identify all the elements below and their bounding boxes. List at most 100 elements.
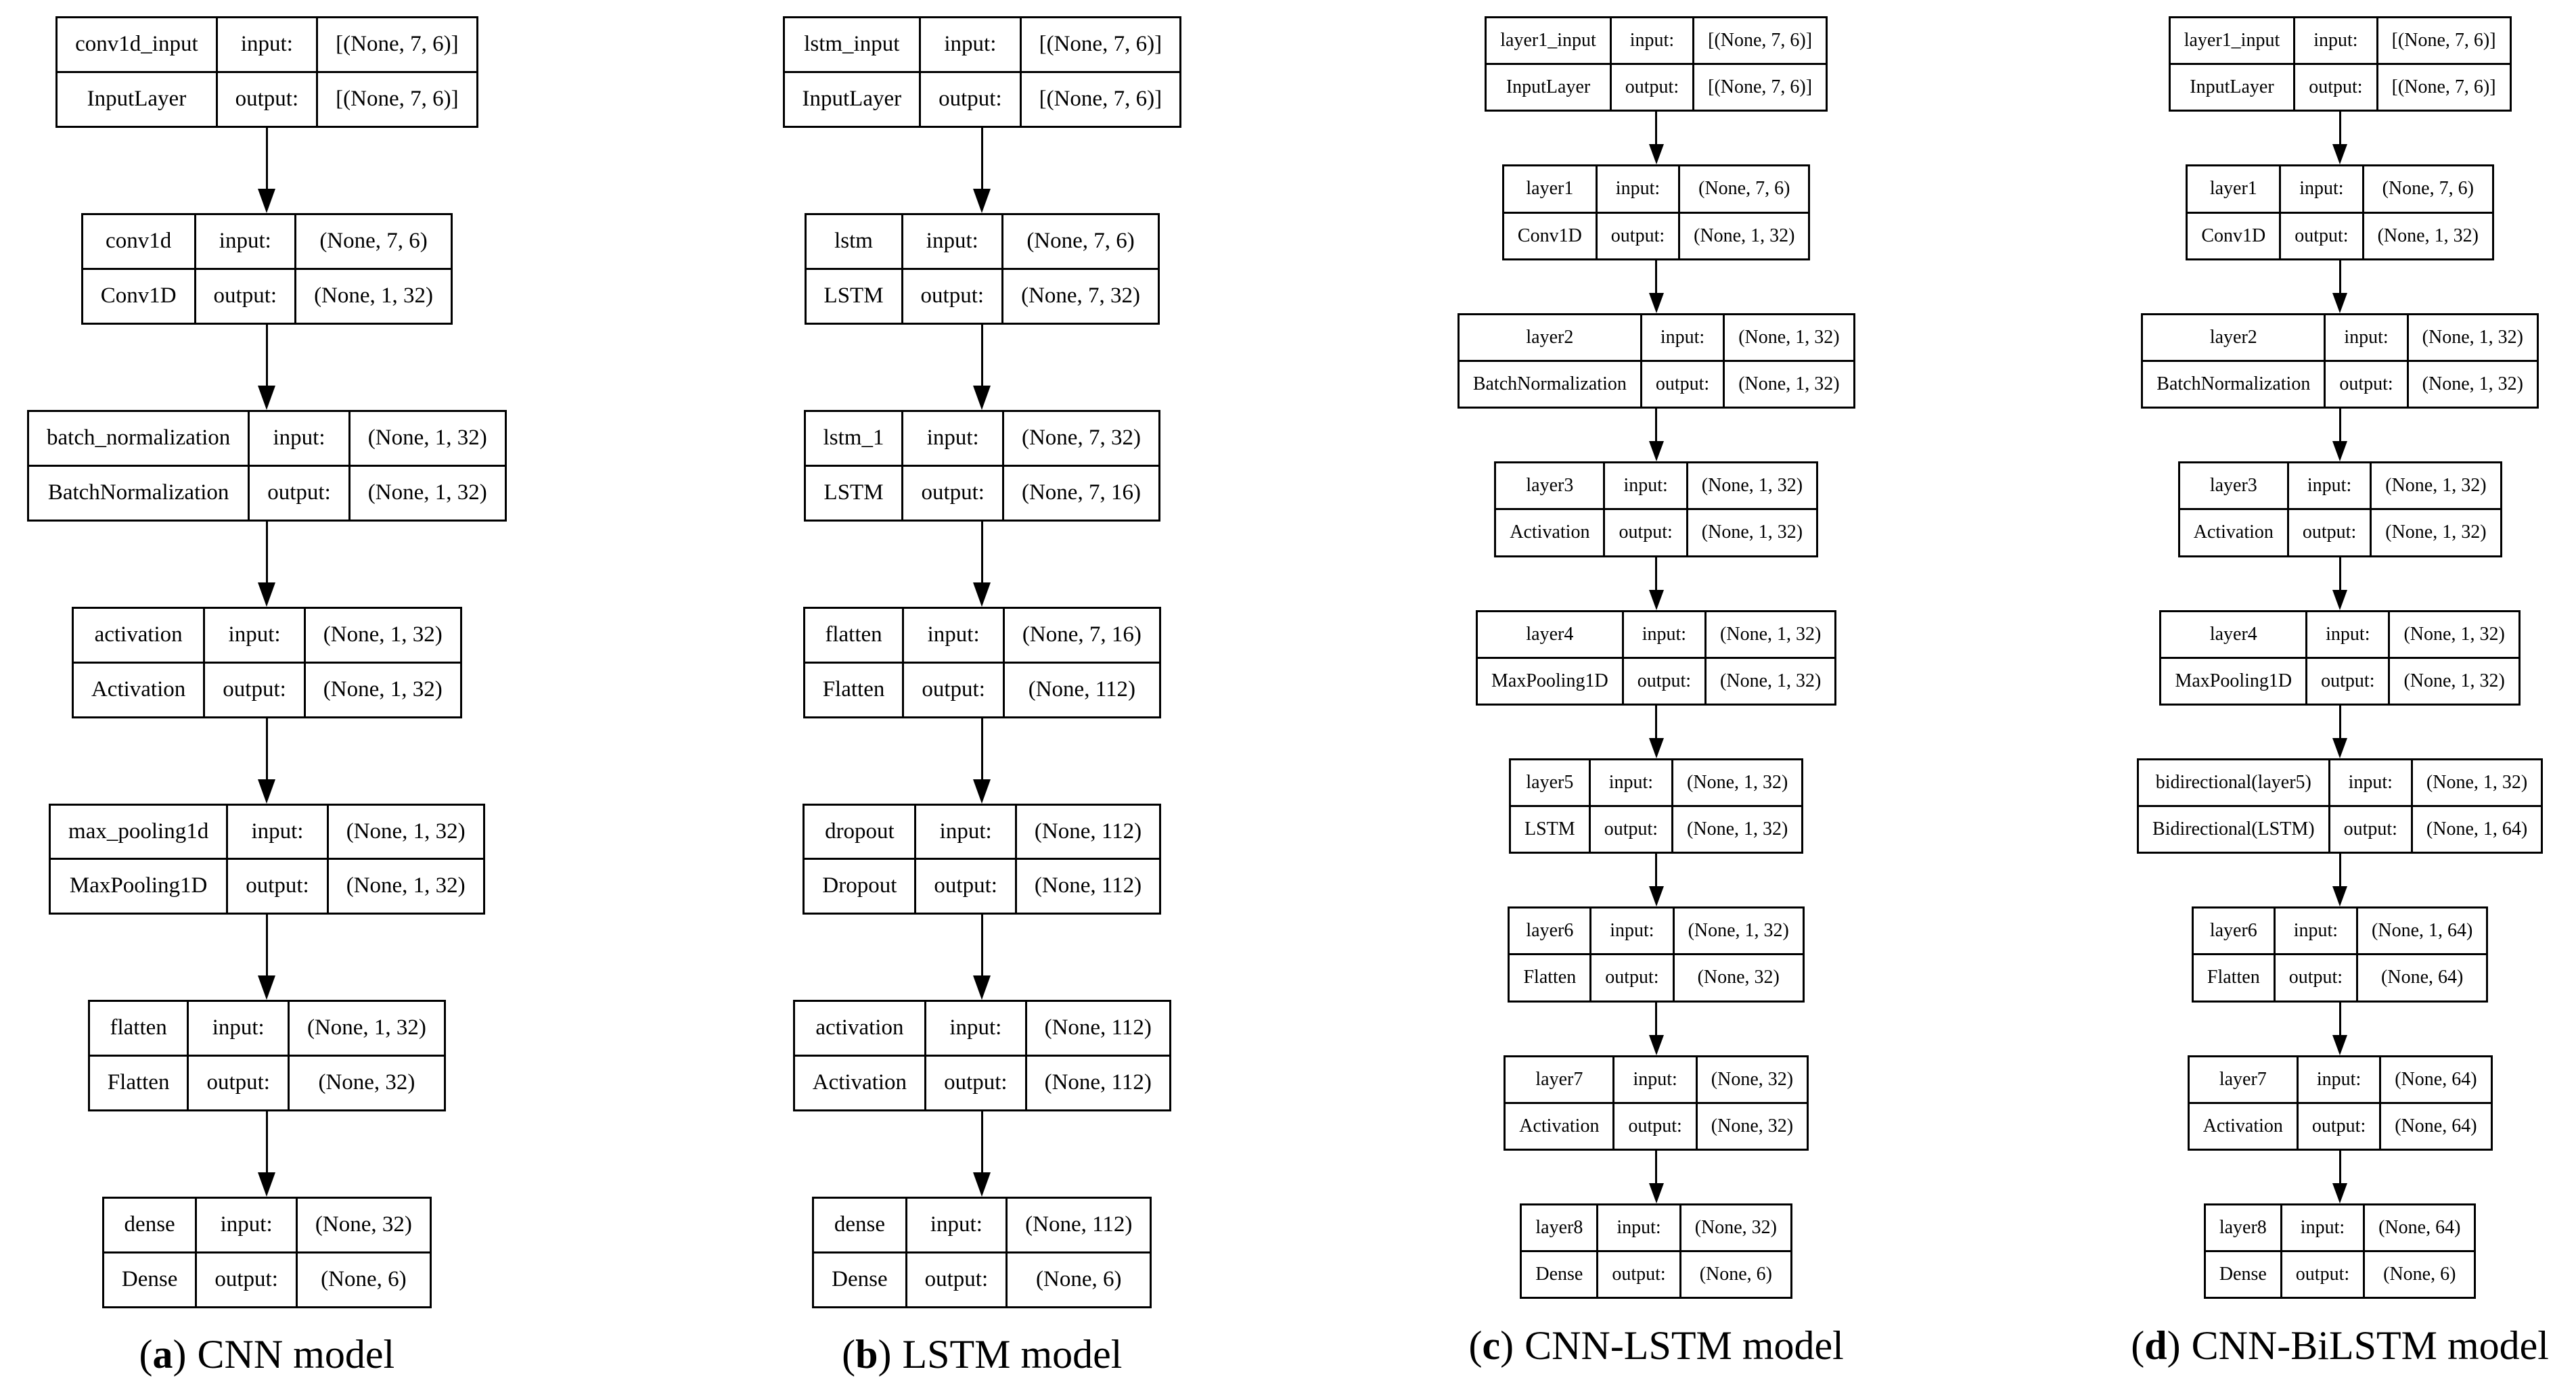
arrow-shaft — [980, 915, 983, 976]
layer-name-cell: layer1_input — [2168, 16, 2296, 66]
output-shape-cell: (None, 112) — [1024, 1055, 1171, 1112]
layer-name-cell: flatten — [803, 606, 905, 664]
output-shape-cell: (None, 112) — [1014, 858, 1162, 915]
input-shape-cell: (None, 1, 32) — [1686, 461, 1819, 511]
layer-type-cell: Activation — [2177, 508, 2289, 557]
caption-paren-open: ( — [139, 1332, 153, 1377]
layer-name-cell: dense — [812, 1197, 907, 1254]
input-shape-cell: (None, 1, 64) — [2356, 906, 2489, 956]
arrow-head-icon — [2332, 144, 2348, 165]
input-label-cell: input: — [1609, 16, 1695, 66]
input-label-cell: input: — [215, 16, 319, 73]
arrow-head-icon — [1648, 737, 1664, 758]
arrow-head-icon — [2332, 441, 2348, 462]
input-label-cell: input: — [1588, 758, 1674, 808]
input-label-cell: input: — [901, 409, 1004, 467]
arrow-head-icon — [1648, 1034, 1664, 1055]
layer-type-cell: Dropout — [803, 858, 917, 915]
layer-type-cell: Activation — [71, 661, 206, 718]
flow-arrow — [2332, 409, 2348, 462]
input-shape-cell: (None, 7, 32) — [1001, 409, 1160, 467]
arrow-head-icon — [1648, 144, 1664, 165]
input-shape-cell: [(None, 7, 6)] — [1692, 16, 1828, 66]
layer-type-cell: LSTM — [803, 464, 904, 522]
caption-letter: d — [2144, 1323, 2167, 1368]
input-shape-cell: (None, 7, 16) — [1002, 606, 1161, 664]
arrow-head-icon — [973, 385, 991, 410]
input-label-cell: input: — [2280, 1203, 2366, 1253]
layer-name-cell: dense — [101, 1197, 198, 1254]
layer-type-cell: InputLayer — [2168, 63, 2296, 112]
arrow-shaft — [265, 718, 268, 779]
flow-arrow — [1648, 260, 1664, 313]
output-label-cell: output: — [1640, 359, 1725, 409]
layer-name-cell: flatten — [87, 1000, 189, 1057]
arrow-head-icon — [258, 779, 276, 804]
arrow-head-icon — [2332, 886, 2348, 907]
input-shape-cell: (None, 1, 32) — [2410, 758, 2544, 808]
arrow-shaft — [980, 1111, 983, 1173]
flow-arrow — [973, 915, 991, 1001]
layer-name-cell: layer1 — [1501, 164, 1598, 214]
layer-name-cell: batch_normalization — [26, 409, 250, 467]
input-label-cell: input: — [1640, 313, 1725, 362]
caption-paren-close: ) — [1500, 1323, 1514, 1368]
output-shape-cell: [(None, 7, 6)] — [1692, 63, 1828, 112]
arrow-head-icon — [258, 188, 276, 213]
flow-arrow — [973, 718, 991, 804]
model-column-d: layer1_input input: [(None, 7, 6)] InputLay… — [2131, 16, 2549, 1369]
input-shape-cell: (None, 1, 32) — [303, 606, 462, 664]
input-label-cell: input: — [2296, 1055, 2382, 1104]
layer-name-cell: conv1d — [81, 212, 196, 270]
output-label-cell: output: — [2324, 359, 2409, 409]
flow-arrow — [1648, 112, 1664, 165]
arrow-shaft — [265, 915, 268, 976]
output-label-cell: output: — [2280, 1250, 2366, 1300]
layer-type-cell: LSTM — [1509, 805, 1591, 854]
flow-arrow — [1648, 705, 1664, 758]
output-shape-cell: (None, 1, 32) — [294, 267, 453, 325]
output-shape-cell: [(None, 7, 6)] — [2376, 63, 2512, 112]
input-label-cell: input: — [914, 803, 1017, 860]
layer-name-cell: layer2 — [2141, 313, 2326, 362]
output-label-cell: output: — [1603, 508, 1688, 557]
arrow-shaft — [980, 521, 983, 582]
layer-name-cell: layer7 — [1504, 1055, 1615, 1104]
input-shape-cell: (None, 1, 32) — [326, 803, 485, 860]
arrow-head-icon — [258, 1172, 276, 1197]
input-shape-cell: (None, 1, 32) — [2370, 461, 2502, 511]
layer-type-cell: MaxPooling1D — [1476, 656, 1624, 706]
input-shape-cell: [(None, 7, 6)] — [1019, 16, 1182, 73]
flow-arrow — [1648, 1002, 1664, 1055]
output-shape-cell: (None, 1, 32) — [348, 464, 507, 522]
output-shape-cell: (None, 1, 32) — [326, 858, 485, 915]
input-label-cell: input: — [187, 1000, 290, 1057]
input-shape-cell: (None, 1, 32) — [287, 1000, 446, 1057]
output-label-cell: output: — [195, 1251, 298, 1309]
output-shape-cell: (None, 1, 32) — [2362, 211, 2494, 260]
arrow-shaft — [1655, 409, 1658, 442]
arrow-shaft — [1655, 1002, 1658, 1035]
flow-arrow — [258, 324, 276, 410]
layer-name-cell: layer1_input — [1485, 16, 1612, 66]
arrow-head-icon — [1648, 886, 1664, 907]
arrow-shaft — [265, 127, 268, 189]
output-label-cell: output: — [924, 1055, 1027, 1112]
flow-arrow — [1648, 409, 1664, 462]
layer-name-cell: lstm_input — [782, 16, 922, 73]
input-label-cell: input: — [1603, 461, 1688, 511]
arrow-head-icon — [973, 779, 991, 804]
arrow-head-icon — [2332, 1034, 2348, 1055]
caption-paren-close: ) — [2167, 1323, 2181, 1368]
